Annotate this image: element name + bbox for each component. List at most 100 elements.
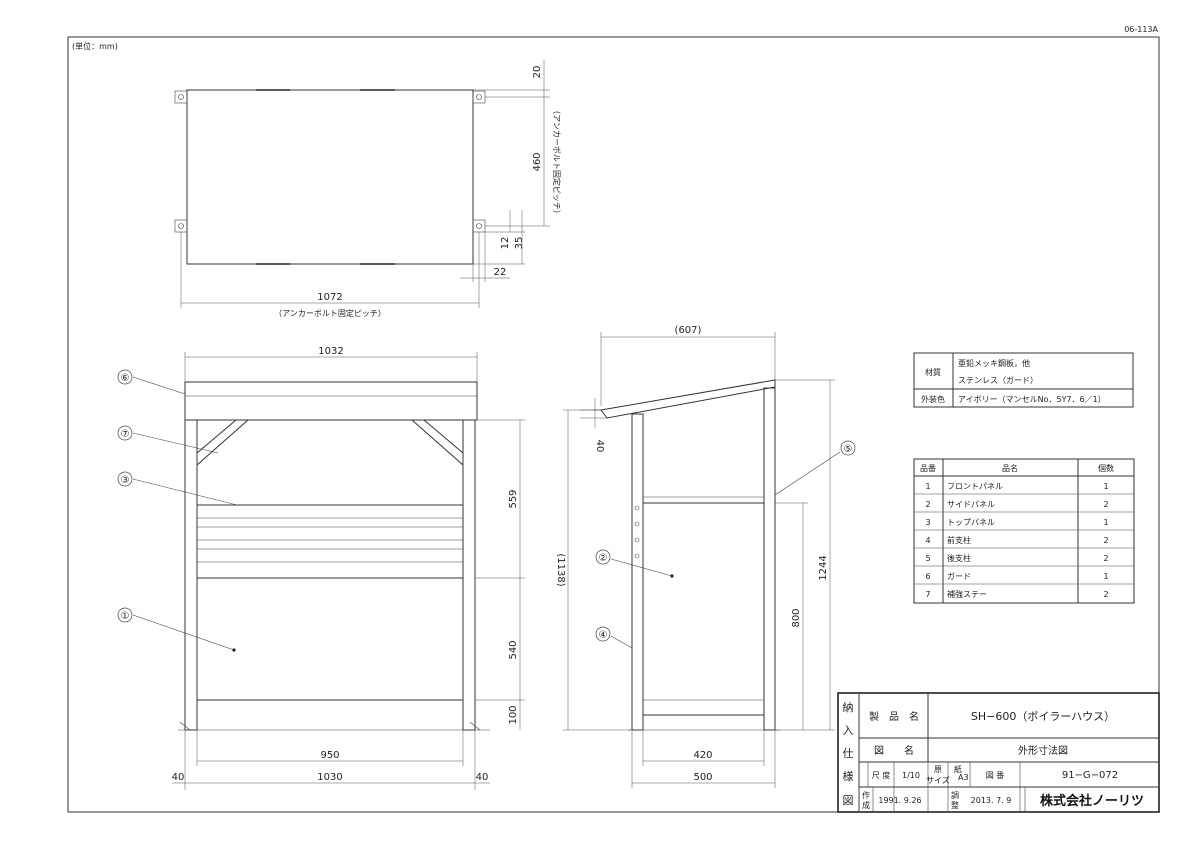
front-left-offset-dim: 40: [172, 772, 185, 783]
tb-side-char-3: 仕: [843, 747, 854, 760]
tb-adjusted-label-2: 整: [951, 800, 959, 810]
plan-dim-12: 12: [500, 237, 511, 250]
part-no: 6: [925, 572, 930, 581]
parts-row: 4 前支柱 2: [925, 535, 1108, 545]
color-label: 外装色: [921, 394, 945, 404]
document-number: 06-113A: [1124, 25, 1158, 34]
title-block: 納 入 仕 様 図 製 品 名 SH−600（ボイラーハウス） 図 名 外形寸法…: [837, 692, 1160, 813]
front-panel: [196, 577, 464, 701]
plan-dim-22: 22: [494, 267, 507, 278]
tb-company-logo: 株式会社ノーリツ: [1040, 793, 1144, 809]
material-table: 材質 亜鉛メッキ鋼板，他 ステンレス（ガード） 外装色 アイボリー（マンセルNo…: [913, 352, 1134, 408]
parts-row: 2 サイドパネル 2: [925, 500, 1108, 509]
front-top-width-dim: 1032: [318, 346, 343, 357]
side-top-depth-dim: (607): [675, 325, 702, 336]
callout-6: ③: [121, 475, 130, 486]
tb-side-char-2: 入: [843, 724, 854, 737]
callout-1: ①: [121, 611, 130, 622]
tb-adjusted-label-1: 調: [951, 790, 959, 800]
part-name: サイドパネル: [947, 500, 995, 509]
parts-table: 品番 品名 個数 1 フロントパネル 1 2 サイドパネル 2 3 トップパネル…: [913, 458, 1135, 604]
part-no: 7: [925, 590, 930, 599]
front-upper-height-dim: 559: [508, 489, 519, 508]
front-right-offset-dim: 40: [476, 772, 489, 783]
part-name: 前支柱: [947, 535, 971, 545]
tb-paper-label-3: サイズ: [926, 775, 950, 785]
parts-header-no: 品番: [920, 463, 936, 473]
front-post-right: [462, 419, 476, 731]
side-outer-depth-dim: 500: [693, 772, 712, 783]
part-qty: 2: [1103, 500, 1108, 509]
part-name: 後支柱: [947, 553, 971, 563]
part-qty: 2: [1103, 536, 1108, 545]
tb-created-value: 1991. 9.26: [878, 796, 921, 805]
material-value-1: 亜鉛メッキ鋼板，他: [958, 358, 1030, 368]
callout-4: ④: [599, 630, 608, 641]
part-no: 2: [925, 500, 930, 509]
part-qty: 2: [1103, 590, 1108, 599]
callout-7: ⑦: [121, 429, 130, 440]
side-total-height-dim: (1138): [555, 553, 566, 586]
parts-header-name: 品名: [1002, 463, 1018, 473]
tb-drawing-value: 外形寸法図: [1018, 744, 1068, 757]
anchor-bracket-bl: [174, 219, 188, 233]
part-name: トップパネル: [947, 518, 995, 527]
anchor-bracket-tl: [174, 90, 188, 104]
part-qty: 2: [1103, 554, 1108, 563]
plan-width-note: （アンカーボルト固定ピッチ）: [274, 308, 386, 318]
callout-5: ⑤: [844, 444, 853, 455]
part-no: 5: [925, 554, 930, 563]
front-view: 1032 559 540 100 950 1030 40 40 ⑥ ⑦ ③ ①: [117, 346, 525, 790]
callout-2: ②: [599, 553, 608, 564]
parts-header-qty: 個数: [1098, 463, 1114, 473]
plan-dim-35: 35: [514, 237, 525, 250]
tb-created-label-2: 成: [862, 800, 870, 810]
material-value-2: ステンレス（ガード）: [958, 375, 1038, 385]
part-name: 補強ステー: [947, 589, 987, 599]
tb-side-char-4: 様: [843, 769, 854, 783]
plan-top-offset-dim: 20: [532, 66, 543, 79]
anchor-bracket-tr: [472, 90, 486, 104]
plan-width-dim: 1072: [317, 292, 342, 303]
parts-row: 5 後支柱 2: [925, 553, 1108, 563]
tb-number-value: 91−G−072: [1062, 770, 1118, 781]
tb-number-label: 図 番: [986, 770, 1005, 780]
part-name: フロントパネル: [947, 482, 1003, 491]
tb-side-char-1: 納: [843, 701, 854, 714]
tb-scale-value: 1/10: [902, 771, 920, 780]
parts-row: 7 補強ステー 2: [925, 589, 1108, 599]
tb-drawing-label: 図 名: [874, 744, 914, 757]
parts-row: 6 ガード 1: [925, 571, 1108, 581]
part-qty: 1: [1103, 518, 1108, 527]
front-inner-width-dim: 950: [320, 750, 339, 761]
side-front-post: [631, 413, 644, 731]
tb-scale-label: 尺 度: [872, 770, 891, 780]
part-qty: 1: [1103, 572, 1108, 581]
guard: [196, 504, 464, 579]
unit-note: (単位：mm): [72, 41, 118, 51]
front-outer-width-dim: 1030: [317, 772, 342, 783]
tb-paper-label-1: 原: [934, 765, 942, 774]
side-panel: [642, 502, 765, 716]
part-name: ガード: [947, 571, 971, 581]
side-roof: [600, 379, 776, 419]
side-rear-post: [763, 387, 776, 731]
anchor-bracket-br: [472, 219, 486, 233]
material-label: 材質: [925, 367, 941, 377]
plan-view: 1072 （アンカーボルト固定ピッチ） 20 460 （アンカーボルト固定ピッチ…: [174, 60, 562, 318]
parts-row: 3 トップパネル 1: [925, 518, 1108, 527]
side-inner-depth-dim: 420: [693, 750, 712, 761]
part-no: 4: [925, 536, 930, 545]
side-rear-height-dim: 1244: [818, 555, 829, 580]
color-value: アイボリー（マンセルNo．5Y7．6／1）: [958, 395, 1106, 404]
front-post-left: [184, 419, 198, 731]
tb-created-label-1: 作: [862, 790, 870, 800]
tb-paper-value: A3: [958, 773, 969, 782]
part-no: 3: [925, 518, 930, 527]
tb-adjusted-value: 2013. 7. 9: [971, 796, 1012, 805]
plan-depth-note: （アンカーボルト固定ピッチ）: [552, 106, 562, 218]
top-panel: [184, 381, 478, 421]
plan-depth-dim: 460: [532, 152, 543, 171]
tb-product-label: 製 品 名: [869, 710, 919, 723]
front-base-dim: 100: [508, 705, 519, 724]
